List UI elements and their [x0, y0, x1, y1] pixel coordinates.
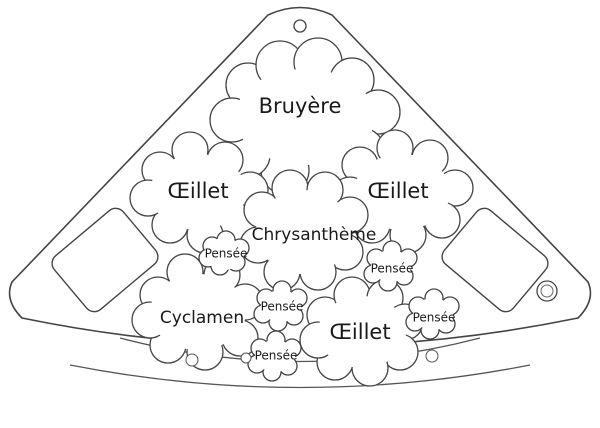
label-pensee-3: Pensée — [261, 300, 304, 314]
label-oeillet-right: Œillet — [367, 179, 428, 203]
dot — [425, 349, 439, 363]
flower-cyclamen — [131, 253, 264, 371]
hanging-hole — [293, 19, 307, 33]
right-panel — [441, 207, 549, 313]
flower-pensee-2 — [363, 240, 418, 292]
label-pensee-2: Pensée — [371, 262, 414, 276]
flower-bruyere — [209, 37, 401, 195]
label-chrysantheme: Chrysanthème — [252, 225, 377, 245]
drainage-hole-inner — [540, 284, 554, 298]
left-panel — [51, 207, 159, 313]
label-pensee-5: Pensée — [413, 311, 456, 325]
flower-pensee-3 — [253, 280, 308, 332]
dot — [240, 352, 252, 364]
label-oeillet-left: Œillet — [167, 179, 228, 203]
label-oeillet-bottom: Œillet — [329, 320, 390, 344]
planter-rim-outer — [69, 364, 531, 389]
label-pensee-4: Pensée — [255, 349, 298, 363]
flower-chrysantheme — [239, 169, 369, 291]
flower-pensee-5 — [405, 288, 460, 340]
label-bruyere: Bruyère — [259, 94, 342, 118]
dot — [185, 353, 199, 367]
label-pensee-1: Pensée — [205, 247, 248, 261]
flower-pensee-1 — [198, 230, 250, 276]
label-cyclamen: Cyclamen — [160, 308, 244, 328]
flower-pensee-4 — [247, 330, 302, 382]
flower-oeillet-bottom — [299, 276, 424, 387]
